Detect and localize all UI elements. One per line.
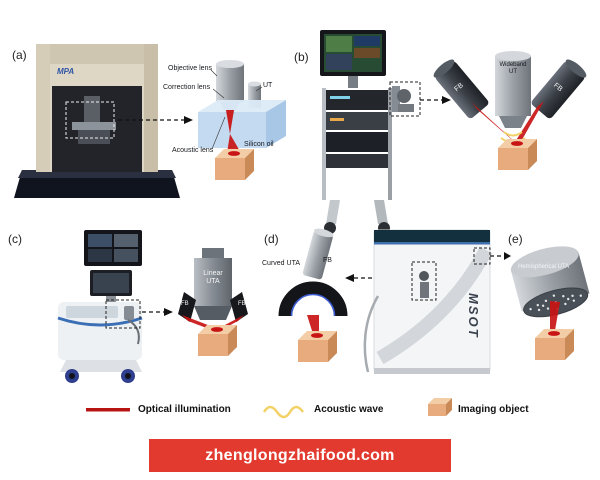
watermark-banner: zhenglongzhaifood.com [149,439,451,472]
legend-optical-label: Optical illumination [138,404,231,415]
legend-icons-art [86,398,452,419]
curved-uta-label: Curved UTA [262,260,300,267]
correction-lens-label: Correction lens [163,84,211,91]
panel-d-label: (d) [264,232,279,246]
silicon-oil-label: Silicon oil [244,141,274,148]
fb-label-d: FB [323,257,332,264]
watermark-text: zhenglongzhaifood.com [205,446,395,464]
panel-a-diagram-art [198,60,286,180]
panel-c-label: (c) [8,232,22,246]
panel-c-device-art [57,230,173,383]
panel-b-diagram-art [433,51,587,170]
msot-device-label: MSOT [466,293,481,339]
linear-uta-label: Linear UTA [203,270,223,286]
acoustic-lens-label: Acoustic lens [172,147,214,154]
hemispherical-uta-label: Hemispherical UTA [518,264,570,270]
panel-e-diagram-art [510,246,590,360]
mpa-device-label: MPA [57,67,75,76]
panel-e-label: (e) [508,232,523,246]
panel-a-label: (a) [12,48,27,62]
legend-acoustic-label: Acoustic wave [314,404,384,415]
legend-object-label: Imaging object [458,404,529,415]
objective-lens-label: Objective lens [168,65,212,72]
panel-b-device-art [320,30,451,234]
fb-left-label-c: FB [181,301,189,307]
fb-right-label-c: FB [238,301,246,307]
panel-d-device-art [363,229,511,374]
panel-b-label: (b) [294,50,309,64]
panel-d-diagram-art [278,228,410,362]
ut-label: UT [263,82,273,89]
wideband-ut-label: Wideband UT [499,62,527,75]
panel-c-diagram-art [178,248,248,356]
panel-a-device-art [14,44,193,198]
